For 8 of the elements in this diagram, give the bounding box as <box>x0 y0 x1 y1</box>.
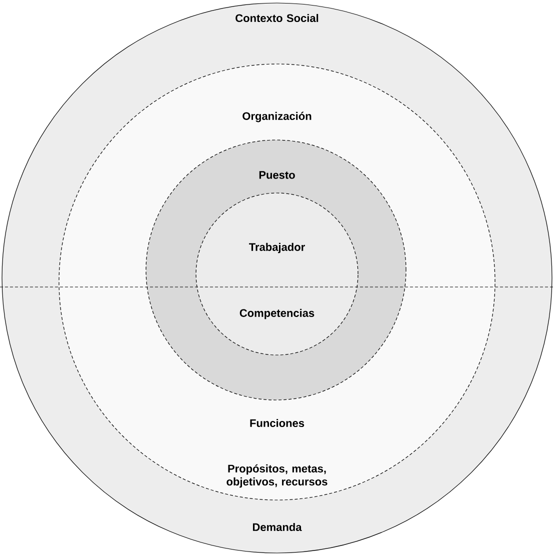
region-label: Demanda <box>252 522 302 532</box>
region-label: Trabajador <box>249 242 305 254</box>
region-label: Puesto <box>259 171 295 179</box>
region-label: Organización <box>242 112 312 122</box>
region-label: Contexto Social <box>236 14 318 22</box>
region-label: Competencias <box>240 308 314 320</box>
region-label: Propósitos, metas, objetivos, recursos <box>226 464 328 488</box>
region-label: Funciones <box>250 418 304 428</box>
